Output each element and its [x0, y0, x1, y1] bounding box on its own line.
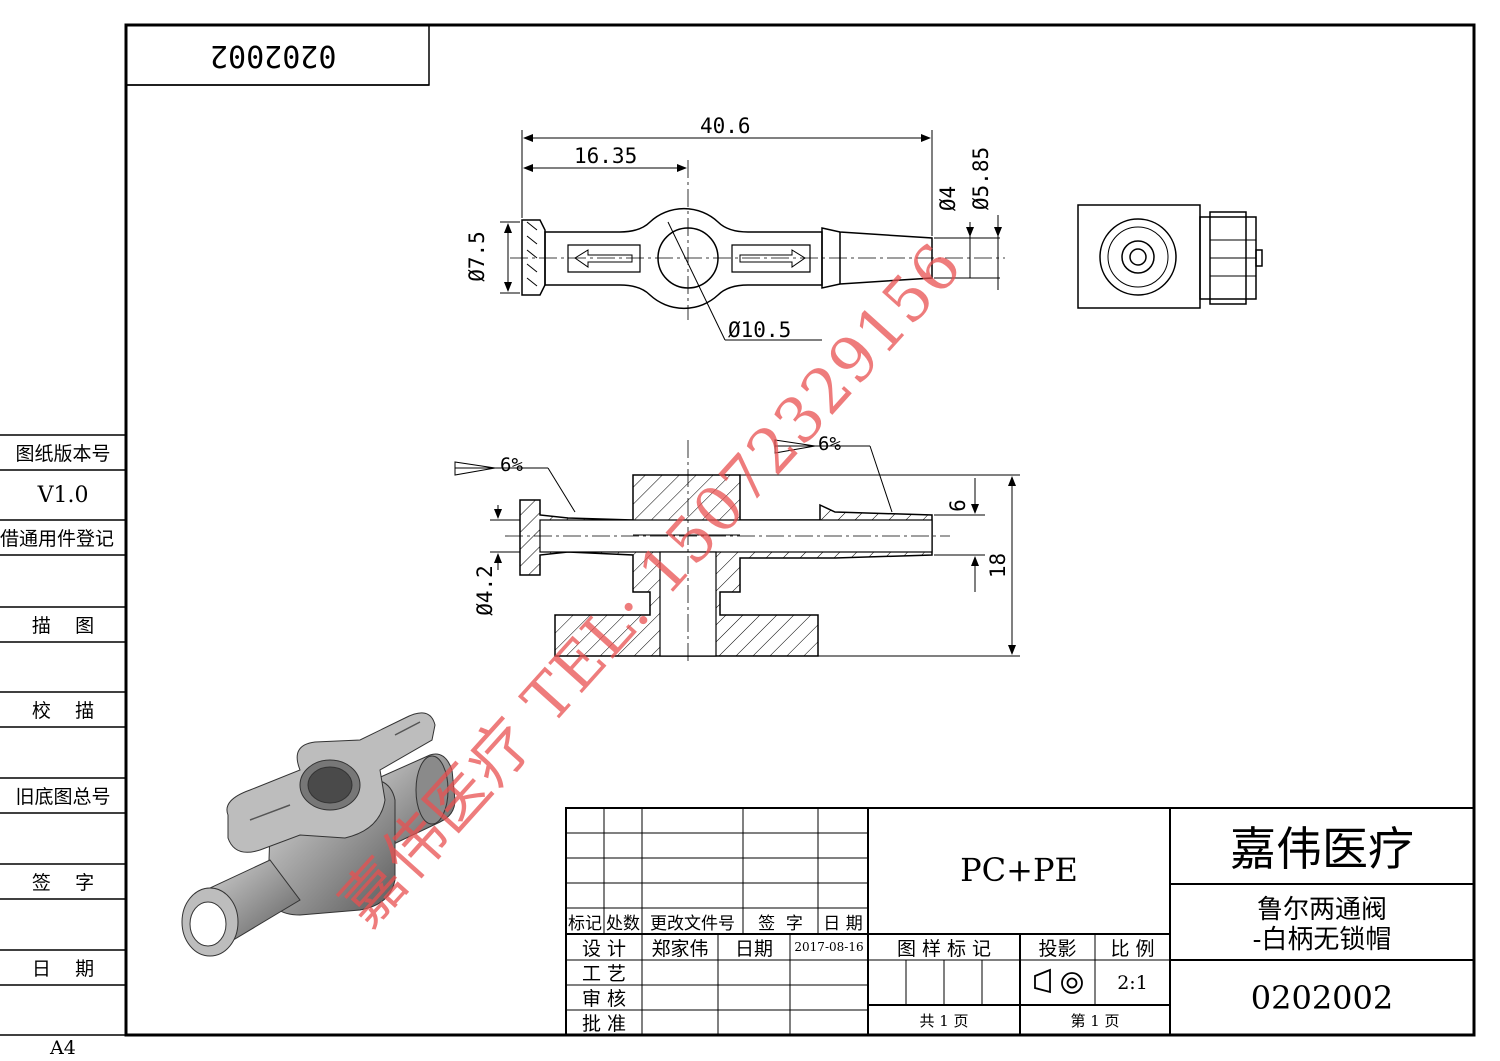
- part-name-line2: -白柄无锁帽: [1252, 924, 1392, 955]
- dim-taper-left: 6%: [500, 454, 523, 476]
- dim-bore-dia: Ø4.2: [472, 565, 497, 616]
- section-view: [505, 440, 950, 665]
- title-block-grid: [565, 807, 1475, 1036]
- left-strip-grid: [0, 434, 126, 1036]
- process-label: 工 艺: [581, 963, 627, 985]
- top-view: [510, 160, 1005, 320]
- dim-dia-4: Ø4: [936, 185, 961, 212]
- section-dimensions: [454, 439, 1020, 657]
- material-value: PC+PE: [960, 851, 1078, 889]
- rev-header-file: 更改文件号: [650, 913, 735, 934]
- review-label: 审 核: [581, 988, 627, 1010]
- drawing-number: 0202002: [1250, 979, 1394, 1017]
- part-name-line1: 鲁尔两通阀: [1256, 894, 1387, 925]
- design-label: 设 计: [581, 937, 627, 960]
- rev-header-count: 处数: [606, 913, 640, 934]
- dim-dia-10-5: Ø10.5: [728, 318, 792, 342]
- top-view-dimensions: [500, 130, 1002, 341]
- trace-label: 描 图: [31, 615, 95, 637]
- page-number: 第 1 页: [1070, 1011, 1120, 1030]
- projection-label: 投影: [1038, 937, 1077, 960]
- rev-header-date: 日 期: [823, 913, 863, 934]
- old-base-number-label: 旧底图总号: [15, 786, 111, 808]
- design-date-value: 2017-08-16: [794, 940, 864, 954]
- isometric-render: [181, 712, 456, 957]
- approve-label: 批 准: [581, 1013, 627, 1035]
- pattern-mark-label: 图 样 标 记: [896, 937, 992, 960]
- scale-value: 2:1: [1117, 971, 1148, 994]
- company-name: 嘉伟医疗: [1230, 822, 1414, 876]
- scale-label: 比 例: [1110, 937, 1155, 960]
- drawing-number-mirrored: 0202002: [210, 38, 337, 73]
- dim-center-offset: 16.35: [574, 144, 638, 168]
- version-label: 图纸版本号: [15, 443, 111, 465]
- end-view: [1077, 204, 1263, 309]
- dim-dia-5-85: Ø5.85: [969, 146, 994, 211]
- dim-dia-7-5: Ø7.5: [464, 231, 489, 282]
- shared-part-register-label: 借通用件登记: [0, 528, 115, 550]
- dim-overall-length: 40.6: [700, 114, 751, 138]
- dim-height-18: 18: [986, 552, 1011, 579]
- total-pages: 共 1 页: [919, 1011, 969, 1030]
- rev-header-sign: 签 字: [758, 913, 803, 934]
- projection-symbol-icon: [1034, 968, 1083, 994]
- design-date-label: 日期: [734, 937, 773, 960]
- proof-trace-label: 校 描: [31, 700, 95, 722]
- rev-header-mark: 标记: [568, 913, 602, 934]
- paper-size-label: A4: [50, 1037, 76, 1059]
- dim-height-6: 6: [945, 499, 970, 512]
- date-label: 日 期: [31, 958, 95, 980]
- dim-taper-right: 6%: [818, 433, 841, 455]
- signature-label: 签 字: [31, 872, 95, 894]
- designer-name: 郑家伟: [651, 937, 709, 960]
- version-value: V1.0: [37, 482, 89, 508]
